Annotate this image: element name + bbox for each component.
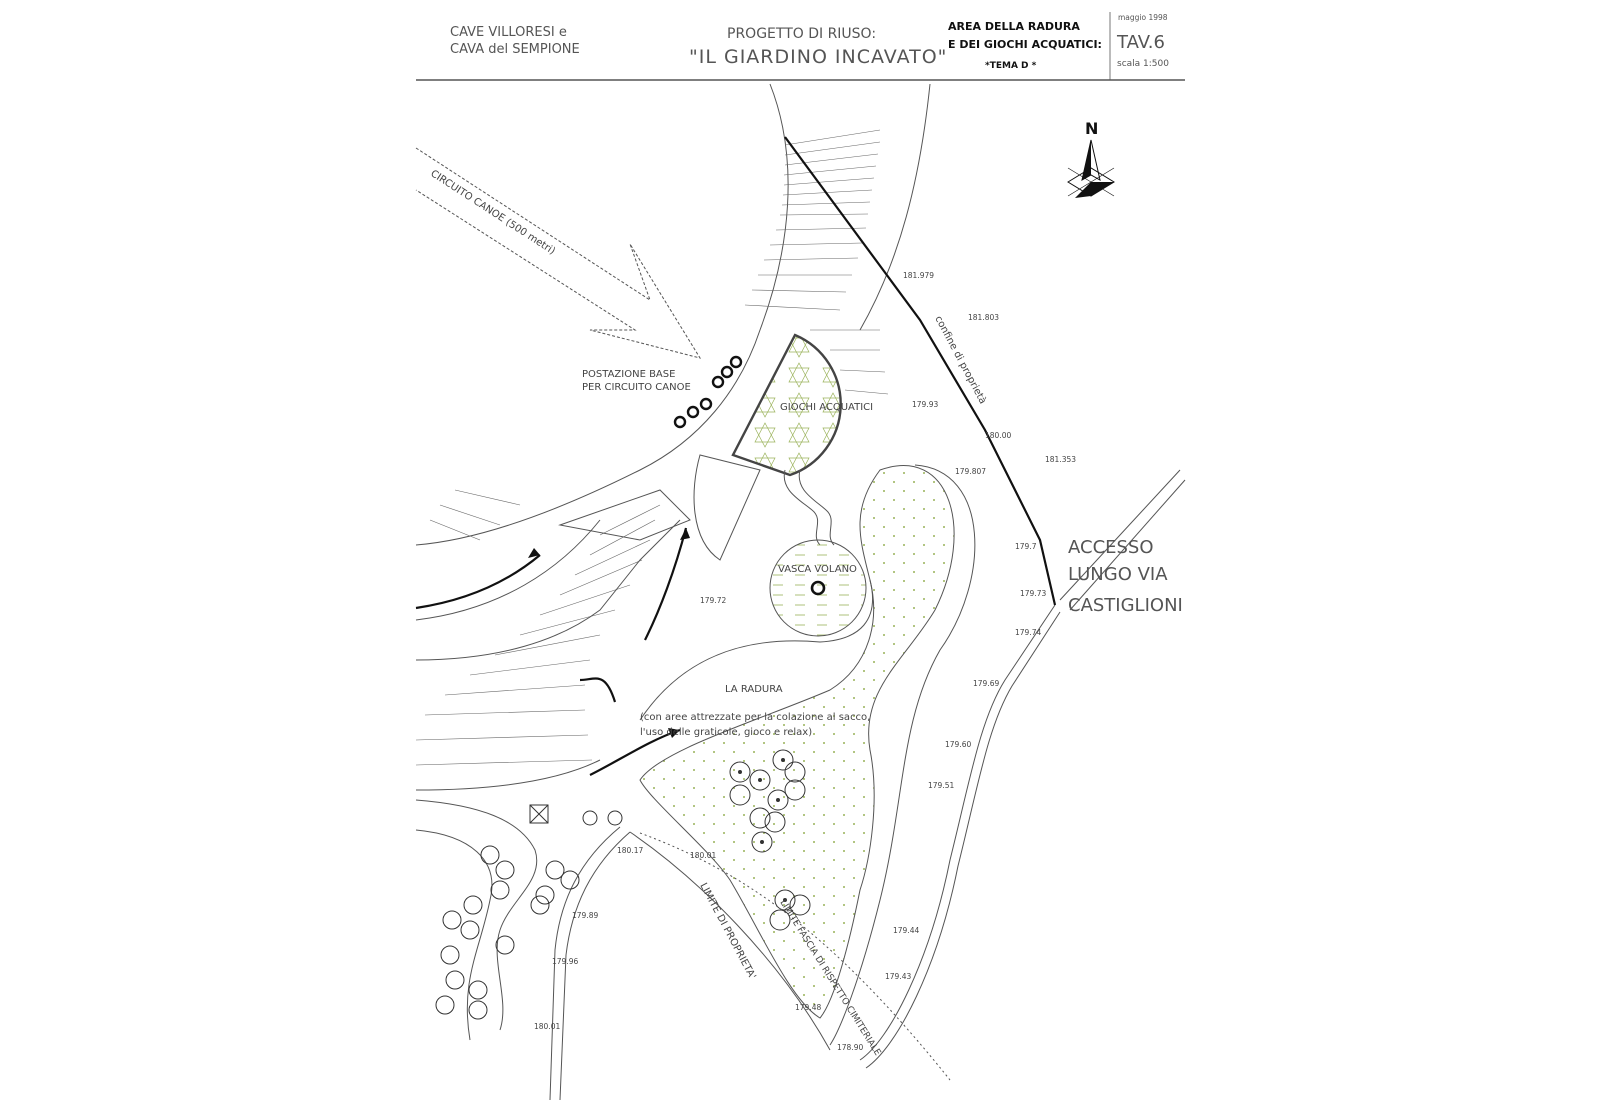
title-area-line2: E DEI GIOCHI ACQUATICI: xyxy=(948,38,1102,51)
label-postazione-line1: POSTAZIONE BASE xyxy=(582,369,675,380)
la-radura: LA RADURA (con aree attrezzate per la co… xyxy=(639,464,976,1046)
elevation-labels: 181.979 181.803 179.93 180.00 181.353 17… xyxy=(534,271,1076,1052)
elevation: 179.48 xyxy=(795,1003,821,1012)
label-accesso-line3: CASTIGLIONI xyxy=(1068,595,1183,616)
vasca-volano: VASCA VOLANO xyxy=(769,539,867,637)
embankment-hatch-east xyxy=(744,129,889,395)
road-castiglioni xyxy=(549,469,1186,1100)
label-circuito-canoe: CIRCUITO CANOE (500 metri) xyxy=(428,168,557,257)
elevation: 179.74 xyxy=(1015,628,1041,637)
title-date: maggio 1998 xyxy=(1118,13,1168,22)
elevation: 180.17 xyxy=(617,846,643,855)
north-arrow-icon: N xyxy=(1067,119,1115,198)
elevation: 180.01 xyxy=(690,851,716,860)
elevation: 179.96 xyxy=(552,957,578,966)
title-sheet-number: TAV.6 xyxy=(1116,32,1165,53)
label-vasca-volano: VASCA VOLANO xyxy=(778,564,857,575)
elevation: 179.60 xyxy=(945,740,971,749)
elevation: 179.89 xyxy=(572,911,598,920)
elevation: 181.979 xyxy=(903,271,934,280)
title-project-line2: "IL GIARDINO INCAVATO" xyxy=(689,46,947,68)
elevation: 179.807 xyxy=(955,467,986,476)
elevation: 179.73 xyxy=(1020,589,1046,598)
title-left-line1: CAVE VILLORESI e xyxy=(450,25,567,40)
elevation: 179.7 xyxy=(1015,542,1037,551)
elevation: 179.72 xyxy=(700,596,726,605)
label-la-radura: LA RADURA xyxy=(725,684,783,695)
title-project-line1: PROGETTO DI RIUSO: xyxy=(727,26,876,42)
southwest-grove xyxy=(415,799,623,1041)
label-accesso-line1: ACCESSO xyxy=(1068,537,1154,558)
elevation: 180.01 xyxy=(534,1022,560,1031)
title-scale: scala 1:500 xyxy=(1117,59,1169,69)
elevation: 179.43 xyxy=(885,972,911,981)
elevation: 179.69 xyxy=(973,679,999,688)
access-note: ACCESSO LUNGO VIA CASTIGLIONI xyxy=(1068,537,1183,616)
canal xyxy=(415,83,931,791)
elevation: 178.90 xyxy=(837,1043,863,1052)
canoe-base-station: POSTAZIONE BASE PER CIRCUITO CANOE xyxy=(582,355,743,429)
elevation: 179.51 xyxy=(928,781,954,790)
label-giochi-acquatici: GIOCHI ACQUATICI xyxy=(780,402,873,413)
tree-cluster-radura xyxy=(729,749,811,931)
elevation: 181.803 xyxy=(968,313,999,322)
giochi-acquatici-area: GIOCHI ACQUATICI xyxy=(731,333,873,546)
label-accesso-line2: LUNGO VIA xyxy=(1068,564,1168,585)
elevation: 179.44 xyxy=(893,926,919,935)
label-postazione-line2: PER CIRCUITO CANOE xyxy=(582,382,691,393)
title-area-line1: AREA DELLA RADURA xyxy=(948,20,1080,33)
embankment-hatch-west xyxy=(415,489,661,766)
elevation: 180.00 xyxy=(985,431,1011,440)
north-letter: N xyxy=(1085,119,1098,138)
label-confine-proprieta: confine di proprietà xyxy=(932,314,989,406)
label-radura-note-line2: l'uso delle graticole, gioco e relax) xyxy=(640,727,812,738)
title-tema: *TEMA D * xyxy=(985,61,1037,71)
elevation: 181.353 xyxy=(1045,455,1076,464)
title-block: CAVE VILLORESI e CAVA del SEMPIONE PROGE… xyxy=(416,12,1185,81)
label-radura-note-line1: (con aree attrezzate per la colazione al… xyxy=(640,712,870,723)
canoe-circuit-route: CIRCUITO CANOE (500 metri) xyxy=(415,147,702,359)
elevation: 179.93 xyxy=(912,400,938,409)
title-left-line2: CAVA del SEMPIONE xyxy=(450,42,580,57)
